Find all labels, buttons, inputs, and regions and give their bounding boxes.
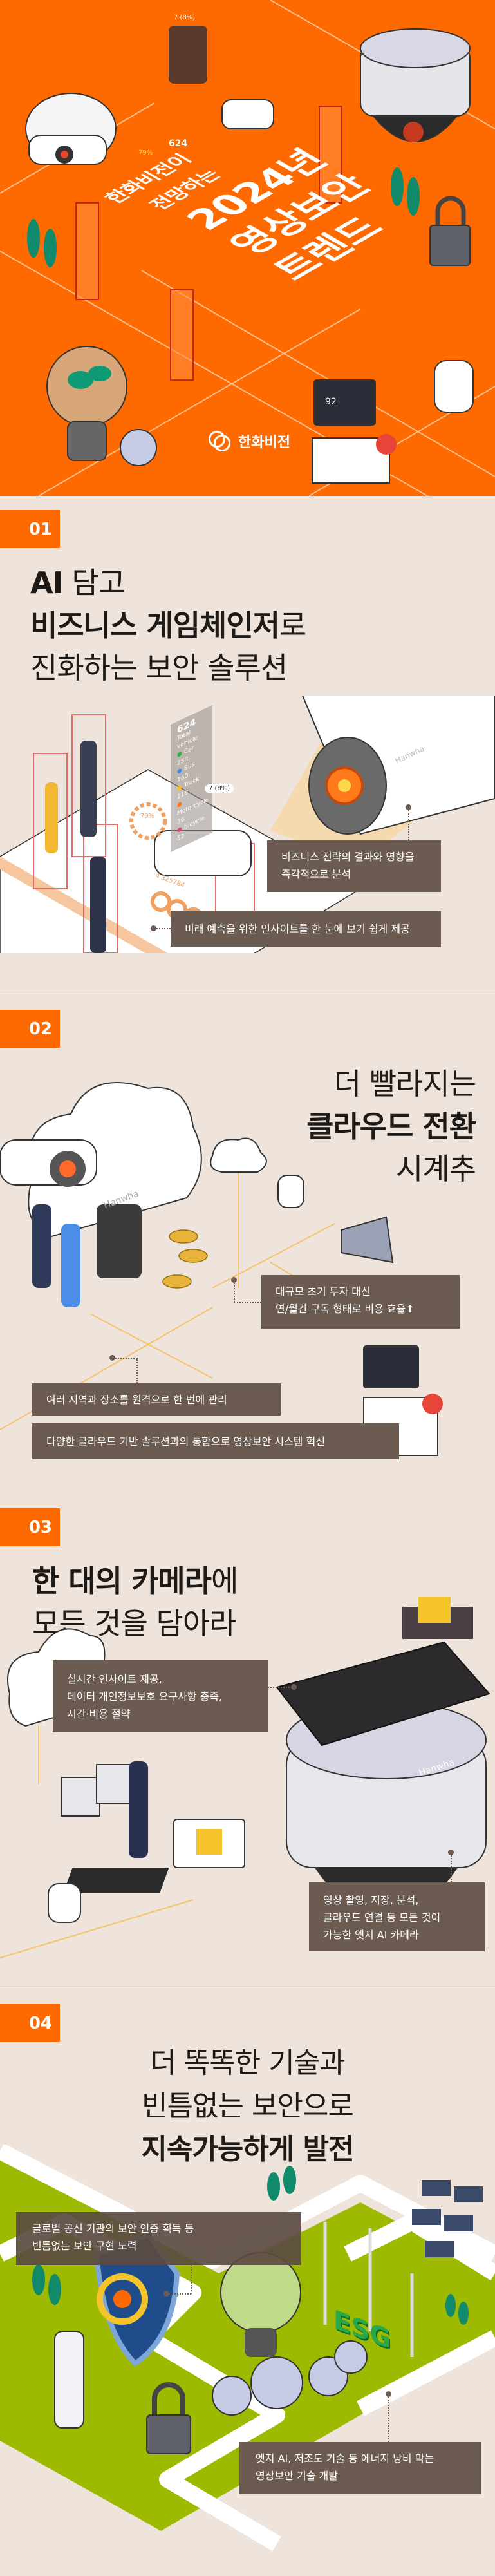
detection-frame xyxy=(33,753,68,889)
callout-line: 여러 지역과 장소를 원격으로 한 번에 관리 xyxy=(46,1393,227,1406)
callout-line: 영상 촬영, 저장, 분석, xyxy=(323,1894,419,1906)
title-regular: 로 xyxy=(279,608,306,643)
callout-line: 데이터 개인정보보호 요구사항 충족, xyxy=(67,1690,223,1703)
title-bold: 한 대의 카메라 xyxy=(32,1564,212,1598)
callout-box: 엣지 AI, 저조도 기술 등 에너지 낭비 막는 영상보안 기술 개발 xyxy=(239,2442,481,2494)
detection-frame xyxy=(319,106,342,204)
callout-line: 빈틈없는 보안 구현 노력 xyxy=(32,2240,137,2252)
detection-frame xyxy=(83,824,118,953)
callout-line: 비즈니스 전략의 결과와 영향을 xyxy=(281,851,415,863)
callout-line: 가능한 엣지 AI 카메라 xyxy=(323,1929,419,1941)
padlock-illustration xyxy=(429,196,471,266)
wind-turbine-icon xyxy=(323,2222,414,2357)
title-regular: 더 빨라지는 xyxy=(333,1066,476,1101)
coin-stack-icon xyxy=(162,1229,208,1289)
callout-line: 글로벌 공신 기관의 보안 인증 획득 등 xyxy=(32,2222,194,2235)
callout-line: 연/월간 구독 형태로 비용 효율⬆ xyxy=(276,1303,415,1315)
hero-badge-change: 7 (8%) xyxy=(174,14,196,21)
callout-line: 실시간 인사이트 제공, xyxy=(67,1673,162,1685)
title-bold: 비즈니스 게임체인저 xyxy=(30,608,280,643)
callout-line: 다양한 클라우드 기반 솔루션과의 통합으로 영상보안 시스템 혁신 xyxy=(46,1435,326,1448)
cloud-transition-illustration xyxy=(0,1082,443,1456)
lightbulb-plant-illustration xyxy=(46,346,157,466)
isometric-grid-lines xyxy=(0,0,495,496)
callout-box: 비즈니스 전략의 결과와 영향을 즉각적으로 분석 xyxy=(267,840,441,892)
detection-frame xyxy=(170,289,194,381)
title-regular: 진화하는 보안 솔루션 xyxy=(30,650,288,685)
callout-line: 시간·비용 절약 xyxy=(67,1708,131,1720)
title-bold: 클라우드 전환 xyxy=(306,1109,476,1144)
bullet-camera-illustration xyxy=(301,696,495,835)
callout-box: 영상 촬영, 저장, 분석, 클라우드 연결 등 모든 것이 가능한 엣지 AI… xyxy=(309,1882,485,1951)
callout-line: 영상보안 기술 개발 xyxy=(256,2470,338,2482)
operator-desk-illustration xyxy=(312,360,474,484)
padlock-illustration xyxy=(146,2382,191,2454)
callout-line: 엣지 AI, 저조도 기술 등 에너지 낭비 막는 xyxy=(256,2452,434,2465)
title-regular: 빈틈없는 보안으로 xyxy=(142,2090,354,2123)
hanwha-logo-icon xyxy=(207,430,233,453)
section-number-badge: 04 xyxy=(0,2004,60,2042)
vehicle-count-panel: 624 Total vehicle ● Car 258 ● Bus 160 ● … xyxy=(171,705,212,853)
car-illustration xyxy=(154,830,252,876)
speaker-icon xyxy=(341,1216,394,1264)
ptz-camera-icon xyxy=(48,1883,81,1923)
fingerprint-panel xyxy=(169,26,207,84)
callout-box: 다양한 클라우드 기반 솔루션과의 통합으로 영상보안 시스템 혁신 xyxy=(32,1423,399,1459)
title-regular: 시계추 xyxy=(396,1151,476,1186)
callout-box: 대규모 초기 투자 대신 연/월간 구독 형태로 비용 효율⬆ xyxy=(261,1275,460,1329)
ptz-camera-icon xyxy=(277,1175,304,1208)
section-divider xyxy=(0,1986,495,1987)
security-shield-illustration xyxy=(93,2231,180,2367)
title-regular: 에 xyxy=(210,1564,238,1598)
edge-ai-camera-illustration xyxy=(0,1597,490,1958)
detection-frame xyxy=(71,714,106,857)
title-bold: 지속가능하게 발전 xyxy=(141,2133,354,2166)
dome-camera-illustration xyxy=(360,28,471,142)
gauge-percent: 79% xyxy=(140,813,155,820)
people-illustration xyxy=(32,1204,80,1307)
callout-box: 글로벌 공신 기관의 보안 인증 획득 등 빈틈없는 보안 구현 노력 xyxy=(16,2212,301,2265)
title-regular: 더 똑똑한 기술과 xyxy=(150,2047,345,2079)
callout-box: 여러 지역과 장소를 원격으로 한 번에 관리 xyxy=(32,1383,281,1416)
section-number-badge: 02 xyxy=(0,1010,60,1048)
callout-box: 실시간 인사이트 제공, 데이터 개인정보보호 요구사항 충족, 시간·비용 절… xyxy=(53,1660,268,1732)
label-text: 52 xyxy=(177,833,185,843)
section-title: AI 담고 비즈니스 게임체인저로 진화하는 보안 솔루션 xyxy=(30,562,306,689)
cloud-lock-icon xyxy=(210,1137,267,1173)
section-title: 더 똑똑한 기술과 빈틈없는 보안으로 지속가능하게 발전 xyxy=(0,2041,495,2171)
change-badge: 7 (8%) xyxy=(205,784,234,793)
hero-total-vehicle: 624 xyxy=(169,138,188,149)
section-number-badge: 01 xyxy=(0,510,60,548)
callout-line: 즉각적으로 분석 xyxy=(281,868,351,880)
section-title: 더 빨라지는 클라우드 전환 시계추 xyxy=(306,1063,476,1190)
title-bold: AI xyxy=(30,565,64,600)
scientist-illustration xyxy=(54,2331,84,2429)
detection-frame xyxy=(75,202,99,300)
brand-logo-text: 한화비전 xyxy=(238,435,290,451)
sustainable-city-illustration xyxy=(0,2145,495,2552)
chip-board-icon xyxy=(276,1641,490,1747)
callout-line: 미래 예측을 위한 인사이트를 한 눈에 보기 쉽게 제공 xyxy=(185,922,410,935)
car-illustration xyxy=(221,99,274,129)
title-regular: 담고 xyxy=(62,565,126,600)
cloud-camera-illustration xyxy=(25,93,117,165)
brand-logo: 한화비전 xyxy=(207,430,290,453)
hero-monitor-value: 92 xyxy=(325,397,337,407)
ai-analytics-illustration xyxy=(0,696,495,953)
section-number-badge: 03 xyxy=(0,1508,60,1546)
cloud-camera-illustration xyxy=(0,1082,202,1238)
solar-panel-icon xyxy=(412,2180,483,2257)
lightbulb-gears-illustration xyxy=(212,2252,368,2416)
person-illustration xyxy=(129,1761,148,1858)
hero-banner: 7 (8%) 624 79% 92 한화비전이 전망하는 2024년 영상보안 … xyxy=(0,0,495,496)
callout-line: 클라우드 연결 등 모든 것이 xyxy=(323,1911,441,1924)
hero-gauge: 79% xyxy=(138,149,153,156)
fingerprint-panel xyxy=(97,1204,142,1278)
callout-box: 미래 예측을 위한 인사이트를 한 눈에 보기 쉽게 제공 xyxy=(171,911,441,947)
callout-line: 대규모 초기 투자 대신 xyxy=(276,1285,371,1298)
